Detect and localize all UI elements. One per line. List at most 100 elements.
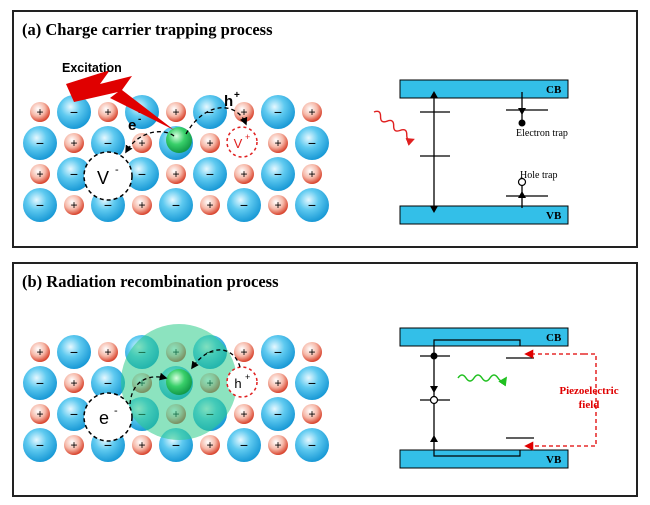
anion-symbol: − [36, 197, 44, 213]
electron-trap-label: Electron trap [516, 128, 568, 139]
cb-label: CB [546, 84, 562, 96]
anion-symbol: − [70, 166, 78, 182]
anion [125, 157, 159, 191]
emitted-photon [457, 374, 507, 387]
down-arrow-icon [430, 206, 438, 213]
cation-symbol: + [308, 345, 315, 359]
cation-symbol: + [274, 136, 281, 150]
anion [295, 428, 329, 462]
crystal-lattice-a: +−+−+−+−+−+−+−++−+−−+−+−+−+−+−+−+− [23, 95, 329, 222]
anion-symbol: − [274, 104, 282, 120]
electron-trap-arrow-icon [518, 108, 526, 115]
cation-symbol: + [138, 438, 145, 452]
cation-symbol: + [104, 345, 111, 359]
conduction-band [399, 79, 569, 99]
cation [64, 435, 84, 455]
electron-sup: - [138, 114, 141, 125]
luminescent-center [166, 369, 192, 395]
anion-symbol: − [104, 375, 112, 391]
cb-label: CB [546, 332, 562, 344]
cation-symbol: + [70, 136, 77, 150]
electron-sup: - [114, 405, 118, 417]
hole-path [185, 107, 248, 135]
conduction-band [399, 327, 569, 347]
cation-symbol: + [36, 345, 43, 359]
panel-a-title: (a) Charge carrier trapping process [22, 20, 273, 39]
cation [98, 342, 118, 362]
cation-symbol: + [308, 407, 315, 421]
anion [159, 188, 193, 222]
electron-path [125, 131, 175, 154]
cation [64, 373, 84, 393]
cation-symbol: + [206, 136, 213, 150]
cation-symbol: + [70, 376, 77, 390]
positive-vacancy-sup: + [245, 132, 250, 142]
anion [57, 335, 91, 369]
anion [23, 366, 57, 400]
anion-symbol: − [206, 104, 214, 120]
anion [23, 126, 57, 160]
excitation-lightning-icon [66, 70, 174, 130]
piezo-label-line2: field [579, 399, 600, 411]
anion-symbol: − [308, 375, 316, 391]
hole-label: h [234, 376, 241, 391]
cation-symbol: + [36, 105, 43, 119]
hole-trap-arrow-icon [518, 191, 526, 198]
cation-symbol: + [172, 167, 179, 181]
anion-symbol: − [138, 166, 146, 182]
anion-symbol: − [206, 166, 214, 182]
anion [227, 428, 261, 462]
recombining-electron [430, 352, 438, 360]
cation [234, 102, 254, 122]
trapped-hole [517, 177, 527, 187]
anion [193, 157, 227, 191]
cation-symbol: + [206, 198, 213, 212]
cation [268, 373, 288, 393]
anion-symbol: − [240, 437, 248, 453]
hole-sup: + [245, 372, 250, 382]
anion-symbol: − [36, 375, 44, 391]
cation [268, 133, 288, 153]
cation-symbol: + [70, 198, 77, 212]
electron-label: e [99, 408, 109, 428]
cation [30, 404, 50, 424]
cation-symbol: + [274, 198, 281, 212]
piezo-label-line1: Piezoelectric [559, 385, 618, 397]
cation [64, 195, 84, 215]
cation [200, 195, 220, 215]
vb-tilt-edge [433, 450, 521, 457]
cation [132, 133, 152, 153]
anion [91, 366, 125, 400]
cb-tilt-edge [433, 339, 521, 346]
anion-symbol: − [308, 437, 316, 453]
panel-b-title: (b) Radiation recombination process [22, 272, 279, 291]
anion-symbol: − [308, 197, 316, 213]
anion-symbol: − [70, 104, 78, 120]
positive-vacancy-label: V [234, 136, 243, 151]
anion [261, 397, 295, 431]
cation [166, 164, 186, 184]
cation [30, 342, 50, 362]
cation [132, 435, 152, 455]
anion [295, 188, 329, 222]
cation [200, 133, 220, 153]
trapped-electron [518, 119, 526, 127]
anion [295, 126, 329, 160]
hole-up-arrow-icon [430, 435, 438, 442]
vb-label: VB [546, 454, 562, 466]
panel-charge-trapping: (a) Charge carrier trapping process [12, 10, 638, 248]
cation-symbol: + [274, 438, 281, 452]
panel-a-figure: +−+−+−+−+−+−+−++−+−−+−+−+−+−+−+−+− V - V… [23, 61, 569, 225]
anion-symbol: − [70, 406, 78, 422]
cation-symbol: + [206, 438, 213, 452]
hole-sup: + [234, 90, 240, 101]
cation [302, 102, 322, 122]
excitation-photon [373, 110, 415, 146]
anion [57, 397, 91, 431]
positive-vacancy [226, 126, 258, 158]
luminescent-center [166, 127, 192, 153]
cation [166, 102, 186, 122]
cation [268, 195, 288, 215]
electron-vacancy [83, 392, 133, 442]
anion-symbol: − [172, 437, 180, 453]
